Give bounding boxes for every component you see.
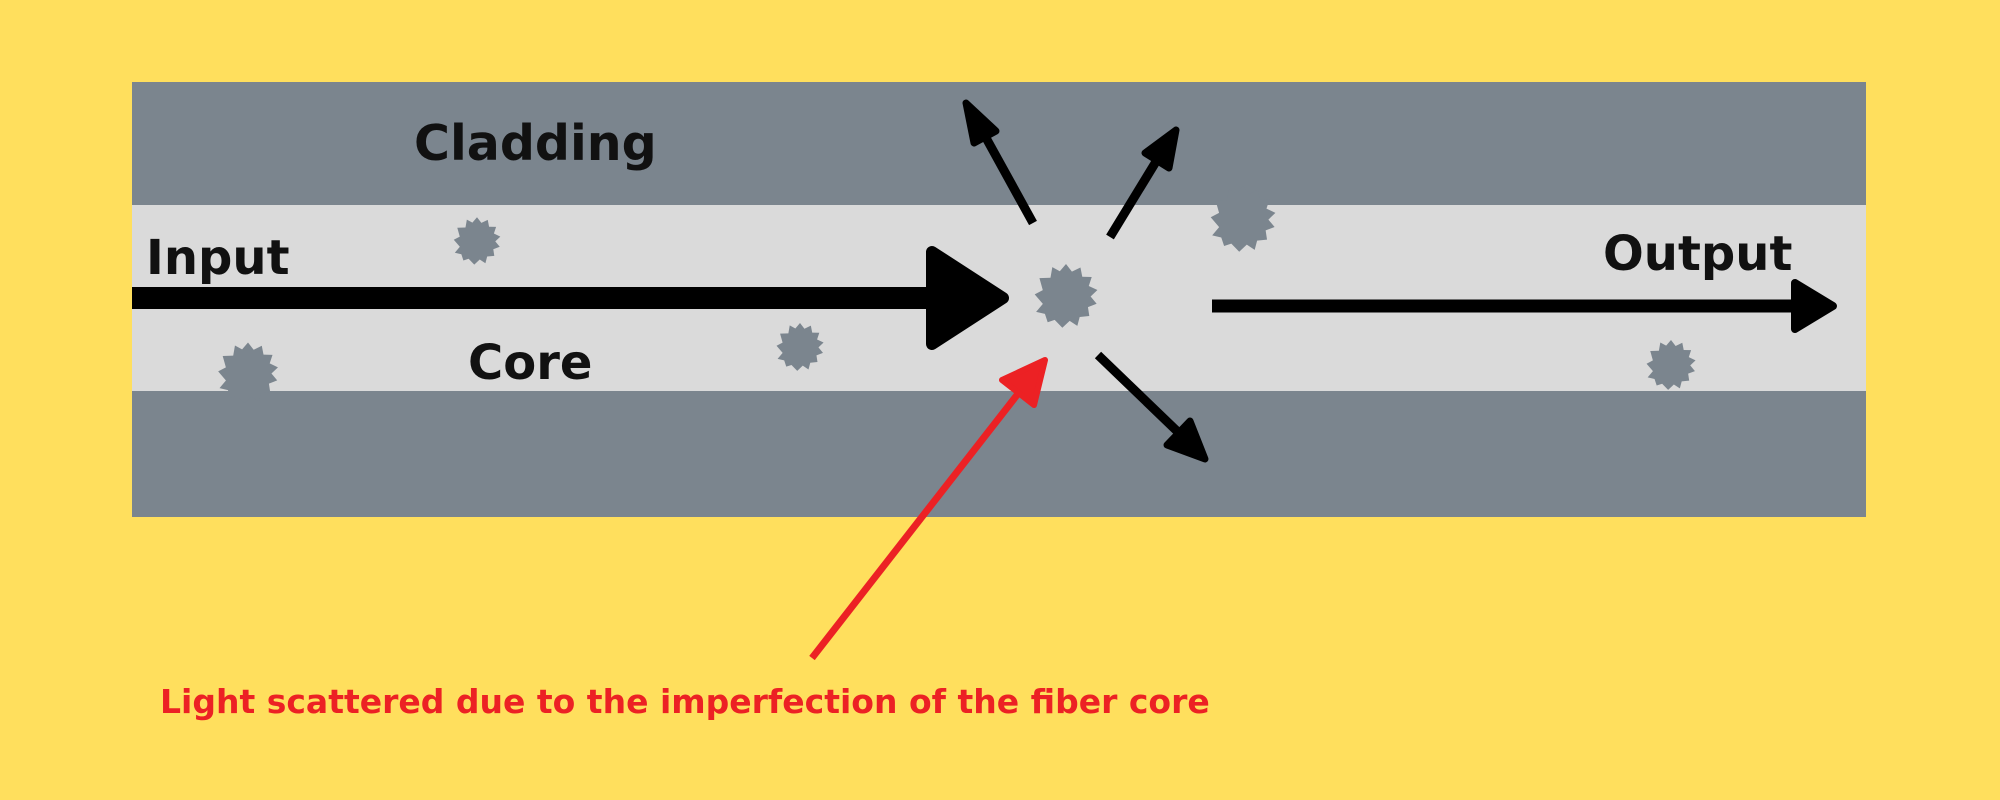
output-label: Output [1603,226,1792,282]
output-light-arrow-icon [1212,279,1837,333]
cladding-label: Cladding [414,115,657,172]
scatter-arrow-up-left-icon [962,99,1037,226]
scatter-arrow-up-right-icon [1106,126,1180,240]
input-light-arrow-icon [132,246,1009,350]
scatter-arrow-down-right-icon [1094,351,1209,463]
annotation-pointer-arrow-icon [809,357,1048,661]
input-label: Input [146,230,290,286]
scattering-annotation-text: Light scattered due to the imperfection … [160,682,1210,721]
core-label: Core [468,335,592,391]
